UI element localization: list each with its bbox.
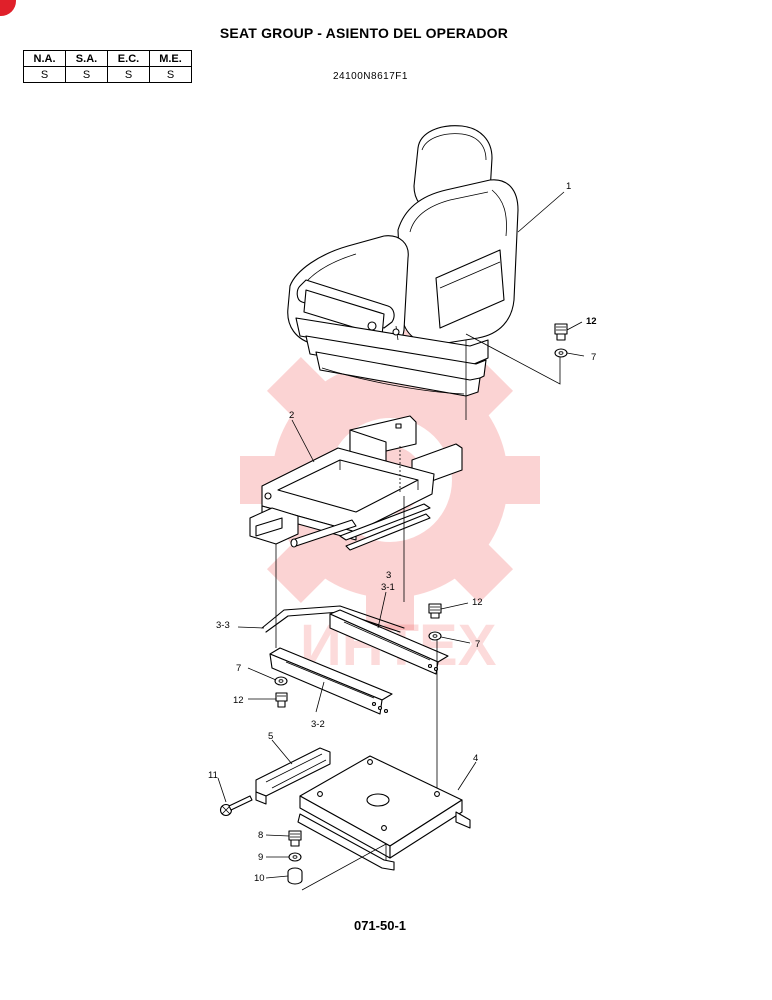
leader-spacer-base — [301, 843, 387, 891]
leader-8 — [265, 834, 290, 837]
callout-3-1: 3-1 — [381, 582, 395, 593]
leader-3-1 — [377, 591, 387, 629]
leader-10 — [265, 875, 289, 879]
callout-5: 5 — [268, 731, 273, 742]
leader-4 — [457, 761, 477, 791]
callout-12b: 12 — [472, 597, 483, 608]
callout-2: 2 — [289, 410, 294, 421]
leader-3-3 — [237, 626, 265, 629]
callout-3: 3 — [386, 570, 391, 581]
washer-icon — [554, 348, 568, 358]
leader-11 — [217, 777, 227, 803]
callout-10: 10 — [254, 873, 265, 884]
codes-value-sa: S — [65, 66, 108, 83]
seat-frame — [249, 415, 463, 551]
codes-value-me: S — [149, 66, 192, 83]
washer-9-icon — [288, 852, 302, 862]
leader-7c — [247, 667, 277, 681]
callout-12c: 12 — [233, 695, 244, 706]
slide-rail-assembly — [261, 605, 449, 715]
washer-icon-left — [274, 676, 288, 686]
leader-12b — [440, 602, 469, 610]
leader-bolt-link — [465, 333, 561, 385]
callout-7b: 7 — [475, 639, 480, 650]
leader-5 — [271, 739, 293, 765]
leader-3-2 — [315, 681, 325, 713]
seat-assembly — [287, 125, 519, 397]
callout-12a: 12 — [586, 316, 597, 327]
callout-3-2: 3-2 — [311, 719, 325, 730]
callout-7c: 7 — [236, 663, 241, 674]
leader-1 — [517, 191, 565, 233]
codes-value-row: S S S S — [23, 66, 192, 83]
bracket — [255, 747, 331, 805]
bolt-8-icon — [288, 830, 302, 847]
bolt-icon — [554, 323, 568, 341]
base-plate — [297, 755, 471, 871]
leader-2 — [291, 419, 315, 463]
washer-icon-right — [428, 631, 442, 641]
leader-7b — [440, 636, 471, 644]
callout-9: 9 — [258, 852, 263, 863]
page-number: 071-50-1 — [353, 918, 407, 933]
codes-value-na: S — [23, 66, 66, 83]
callout-7a: 7 — [591, 352, 596, 363]
callout-1: 1 — [566, 181, 571, 192]
leader-12a — [566, 321, 583, 331]
drawing-number: 24100N8617F1 — [333, 71, 408, 82]
spacer-10-icon — [287, 867, 303, 885]
bolt-icon-right — [428, 603, 442, 619]
market-codes-table: N.A. S.A. E.C. M.E. S S S S — [23, 50, 192, 83]
bolt-icon-left — [275, 692, 288, 708]
leader-7a — [566, 352, 585, 357]
bolt-11-icon — [219, 795, 253, 817]
page-title: SEAT GROUP - ASIENTO DEL OPERADOR — [219, 25, 509, 41]
callout-11: 11 — [208, 770, 218, 781]
callout-8: 8 — [258, 830, 263, 841]
callout-4: 4 — [473, 753, 478, 764]
callout-3-3: 3-3 — [216, 620, 230, 631]
